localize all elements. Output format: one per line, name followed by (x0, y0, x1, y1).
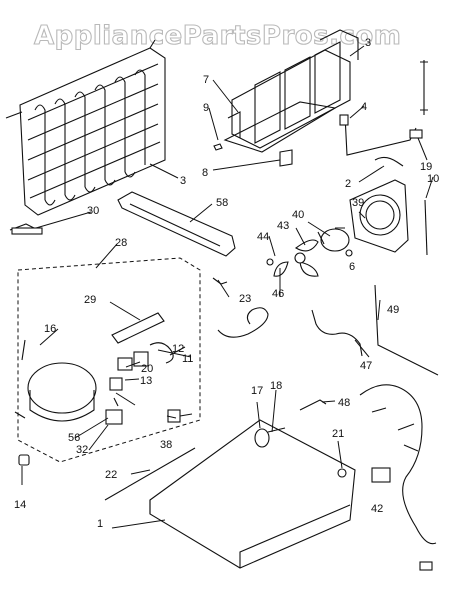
callout-4: 4 (361, 101, 367, 113)
callout-10: 10 (427, 173, 439, 185)
callout-labels: 3 3 3 7 9 4 8 2 19 10 39 40 43 44 6 58 3… (14, 37, 439, 530)
callout-23: 23 (239, 293, 251, 305)
callout-43: 43 (277, 220, 289, 232)
compressor (14, 339, 97, 466)
drain-tray (117, 191, 236, 257)
callout-1: 1 (97, 518, 103, 530)
callout-11: 11 (182, 353, 193, 365)
callout-49: 49 (387, 304, 399, 316)
wiring-harness (359, 384, 437, 571)
callout-47: 47 (360, 360, 372, 372)
leader-lines (21, 45, 434, 529)
callout-44: 44 (257, 231, 269, 243)
callout-17: 17 (251, 385, 263, 397)
callout-7: 7 (203, 74, 209, 86)
callout-2: 2 (345, 178, 351, 190)
callout-28: 28 (115, 237, 127, 249)
callout-16: 16 (44, 323, 56, 335)
condenser-fan-motor (266, 227, 353, 277)
callout-19: 19 (420, 161, 432, 173)
callout-46: 46 (272, 288, 284, 300)
callout-22: 22 (105, 469, 117, 481)
callout-9: 9 (203, 102, 209, 114)
callout-6: 6 (349, 261, 355, 273)
callout-29: 29 (84, 294, 96, 306)
callout-12: 12 (172, 343, 184, 355)
compressor-electrical (105, 312, 193, 425)
callout-21: 21 (332, 428, 344, 440)
callout-56: 56 (68, 432, 80, 444)
callout-8: 8 (202, 167, 208, 179)
fan-shroud (349, 179, 409, 253)
callout-39: 39 (352, 197, 364, 209)
tubing-parts (212, 277, 439, 376)
fan-bracket-assembly (223, 29, 359, 153)
callout-3: 3 (180, 175, 186, 187)
callout-3-top: 3 (365, 37, 371, 49)
callout-40: 40 (292, 209, 304, 221)
callout-13: 13 (140, 375, 152, 387)
evaporator-coil (5, 39, 166, 216)
callout-32: 32 (76, 444, 88, 456)
callout-48: 48 (338, 397, 350, 409)
base-plate (104, 419, 356, 569)
roller-and-fittings (9, 223, 347, 478)
watermark-logo: AppliancePartsPros.com (34, 21, 401, 51)
callout-20: 20 (141, 363, 153, 375)
compressor-group-outline (17, 257, 201, 463)
callout-14: 14 (14, 499, 26, 511)
small-hardware (213, 60, 428, 256)
callout-30: 30 (87, 205, 99, 217)
callout-18: 18 (270, 380, 282, 392)
callout-42: 42 (371, 503, 383, 515)
callout-58: 58 (216, 197, 228, 209)
callout-38: 38 (160, 439, 172, 451)
